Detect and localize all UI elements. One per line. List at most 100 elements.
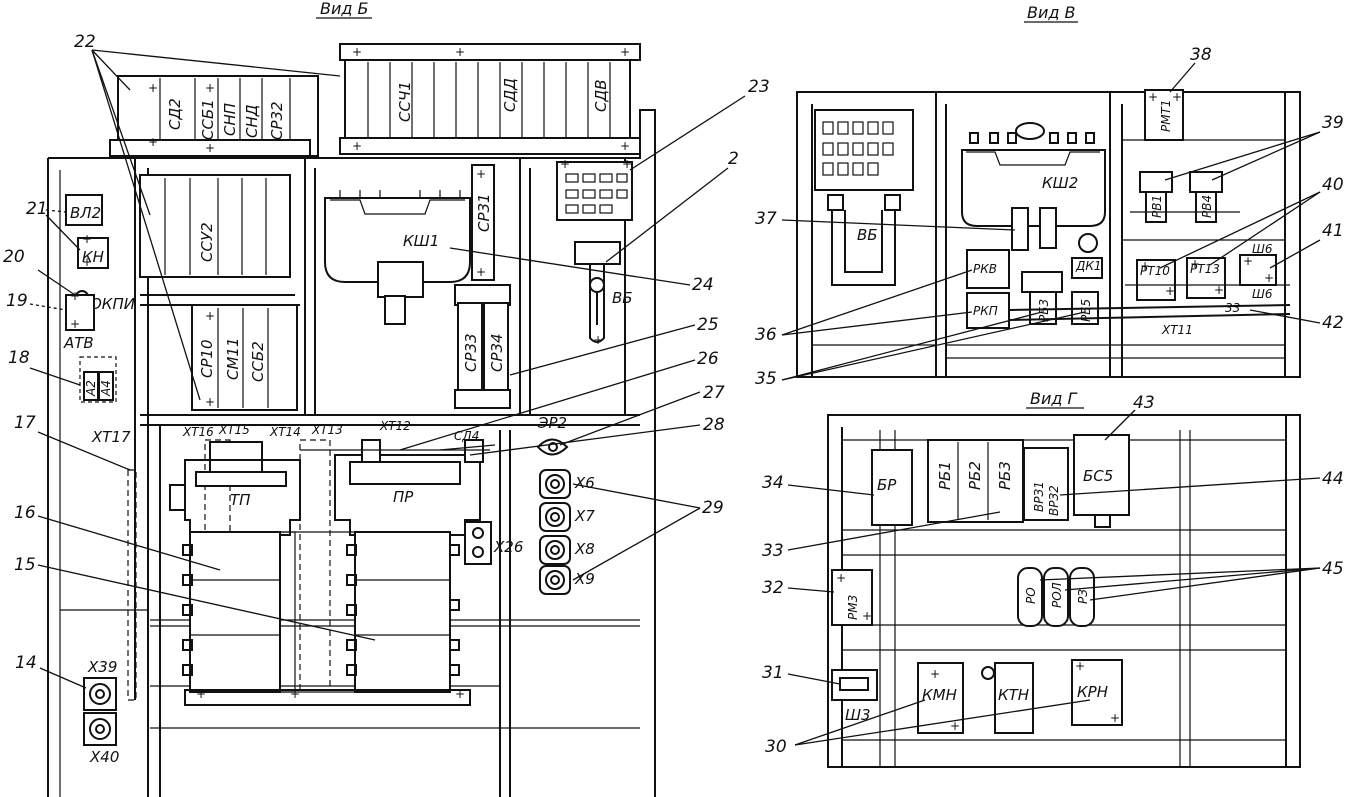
svg-text:+: +	[1110, 711, 1120, 725]
label-rt13: РТ13	[1190, 262, 1220, 276]
label-rb1: РБ1	[936, 461, 954, 490]
label-rb3-g: РБ3	[996, 461, 1014, 490]
label-rkp: РКП	[973, 304, 998, 318]
label-sr10: СР10	[198, 339, 216, 378]
label-snd: СНД	[243, 104, 261, 138]
view-b: Вид Б СД2 ССБ1 СНП	[3, 0, 770, 797]
label-sh6-b: Ш6	[1252, 287, 1273, 301]
callout-16: 16	[14, 503, 36, 523]
svg-text:+: +	[1214, 283, 1224, 297]
svg-text:+: +	[1172, 90, 1182, 104]
callout-39: 39	[1322, 113, 1344, 133]
label-xt12: ХТ12	[379, 419, 411, 433]
svg-text:+: +	[593, 333, 603, 347]
callout-44: 44	[1322, 469, 1344, 489]
svg-text:+: +	[476, 167, 486, 181]
label-rb2: РБ2	[966, 461, 984, 490]
label-br: БР	[877, 476, 897, 494]
svg-text:+: +	[352, 45, 362, 59]
svg-text:+: +	[1264, 271, 1274, 285]
label-rol: РОЛ	[1050, 582, 1064, 608]
view-b-title: Вид Б	[320, 0, 369, 18]
callout-22: 22	[74, 32, 96, 52]
svg-text:+: +	[1243, 254, 1253, 268]
label-rv4: РВ4	[1200, 195, 1214, 218]
view-g-title: Вид Г	[1030, 389, 1078, 408]
label-kn: КН	[82, 248, 104, 266]
label-x6: Х6	[574, 474, 595, 492]
label-rmt1: РМТ1	[1159, 99, 1173, 132]
label-x9: Х9	[574, 570, 595, 588]
callout-37: 37	[755, 209, 777, 229]
label-sdd: СДД	[501, 78, 519, 112]
callout-25: 25	[697, 315, 719, 335]
svg-text:+: +	[290, 687, 300, 701]
callout-26: 26	[697, 349, 719, 369]
callout-40: 40	[1322, 175, 1344, 195]
label-kmn: КМН	[922, 686, 957, 704]
label-vl2: ВЛ2	[70, 204, 101, 222]
label-xt16: ХТ16	[182, 425, 214, 439]
label-sr31: СР31	[475, 193, 493, 232]
label-vb-v: ВБ	[857, 226, 878, 244]
label-rb5: РБ5	[1079, 299, 1093, 322]
label-sr33: СР33	[462, 333, 480, 372]
svg-text:+: +	[622, 157, 632, 171]
label-rt10: РТ10	[1140, 264, 1170, 278]
label-ktn: КТН	[998, 686, 1029, 704]
label-sdv: СДВ	[592, 80, 610, 112]
svg-text:+: +	[930, 667, 940, 681]
label-sh6-a: Ш6	[1252, 242, 1273, 256]
label-bs5: БС5	[1083, 467, 1113, 485]
callout-14: 14	[15, 653, 37, 673]
callout-36: 36	[755, 325, 777, 345]
label-ksh2: КШ2	[1042, 174, 1078, 192]
callout-30: 30	[765, 737, 787, 757]
label-rv1: РВ1	[1150, 195, 1164, 218]
svg-text:+: +	[148, 135, 158, 149]
terminal-plus-marks-v: ++ ++ ++ ++	[1140, 90, 1274, 298]
label-dk1: ДК1	[1075, 259, 1102, 273]
label-okpi: ОКПИ	[90, 295, 135, 313]
label-sm11: СМ11	[224, 337, 242, 380]
callout-2: 2	[728, 149, 739, 169]
view-v: Вид В ВБ	[755, 3, 1344, 389]
label-ssch1: ССЧ1	[396, 81, 414, 122]
label-x8: Х8	[574, 540, 595, 558]
svg-text:+: +	[560, 157, 570, 171]
label-x40: Х40	[89, 748, 119, 766]
svg-text:+: +	[70, 317, 80, 331]
label-atv: АТВ	[63, 334, 94, 352]
label-pr: ПР	[393, 488, 414, 506]
callout-18: 18	[8, 348, 30, 368]
callout-31: 31	[762, 663, 784, 683]
label-xt14: ХТ14	[269, 425, 301, 439]
callout-33: 33	[762, 541, 784, 561]
connector-x8-group	[539, 535, 571, 565]
svg-text:+: +	[205, 309, 215, 323]
callout-35: 35	[755, 369, 777, 389]
label-a4: А4	[99, 380, 113, 397]
label-33-v: 33	[1225, 301, 1240, 315]
label-er2: ЭР2	[537, 414, 567, 432]
label-tp: ТП	[230, 491, 250, 509]
svg-text:+: +	[950, 719, 960, 733]
terminal-plus-marks: ++ ++ +++ ++ ++ ++ +++ ++ + ++ ++	[70, 45, 632, 701]
callout-21: 21	[26, 199, 48, 219]
label-rm3: РМ3	[846, 595, 860, 620]
svg-text:+: +	[205, 141, 215, 155]
svg-text:+: +	[455, 45, 465, 59]
svg-text:+: +	[196, 687, 206, 701]
callout-42: 42	[1322, 313, 1344, 333]
label-xt17: ХТ17	[91, 428, 131, 446]
svg-text:+: +	[70, 289, 80, 303]
label-x7: Х7	[574, 507, 595, 525]
label-sr32: СР32	[268, 101, 286, 140]
svg-text:+: +	[1148, 90, 1158, 104]
label-x39: Х39	[87, 658, 117, 676]
label-vr31: ВРЗ1	[1032, 481, 1046, 512]
callout-17: 17	[14, 413, 36, 433]
label-krn: КРН	[1077, 683, 1108, 701]
label-xt11: ХТ11	[1161, 323, 1193, 337]
label-a2: А2	[84, 380, 98, 397]
